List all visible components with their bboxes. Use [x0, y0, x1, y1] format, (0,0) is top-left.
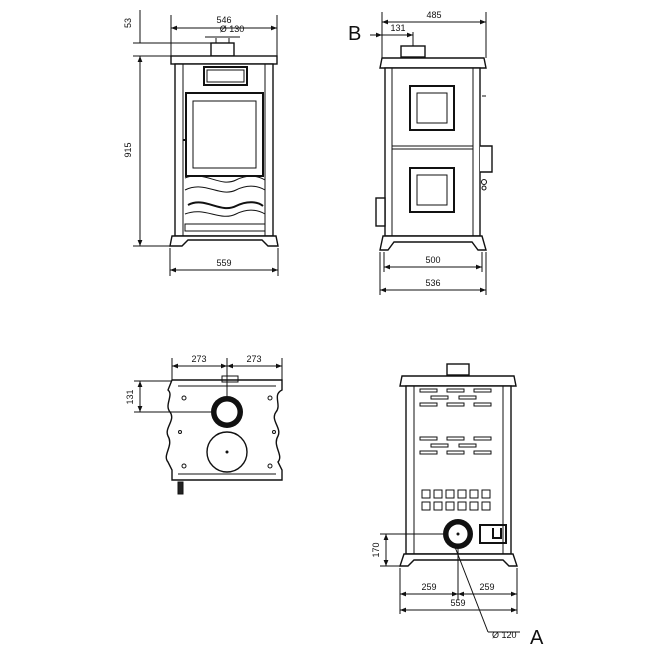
rear-view: 170 259 259 559 Ø 120 A — [371, 363, 544, 649]
front-body — [174, 63, 274, 237]
side-ash-pan — [375, 197, 386, 227]
front-flue-pipe — [210, 42, 235, 57]
side-base — [379, 235, 487, 251]
rear-half-right: 259 — [479, 582, 494, 592]
front-width-top: 546 — [216, 15, 231, 25]
side-top-plate — [379, 57, 487, 69]
side-flue-pipe — [400, 45, 426, 58]
rear-side-box — [479, 524, 507, 544]
rear-height-outlet: 170 — [371, 542, 381, 557]
front-glass-door — [185, 92, 264, 177]
side-depth-base-inner: 500 — [425, 255, 440, 265]
side-upper-tile — [409, 85, 455, 131]
front-width-base: 559 — [216, 258, 231, 268]
front-ash-door-top — [184, 175, 266, 183]
side-lower-tile — [409, 167, 455, 213]
rear-vent-slots-upper — [419, 388, 492, 407]
rear-flue-pipe — [446, 363, 470, 376]
top-half-left: 273 — [191, 354, 206, 364]
front-height-top: 53 — [123, 18, 133, 28]
top-view: 273 273 131 — [125, 354, 283, 495]
side-view-label: B — [348, 23, 361, 45]
rear-view-label: A — [530, 627, 544, 649]
front-base — [169, 235, 279, 247]
rear-half-left: 259 — [421, 582, 436, 592]
front-top-plate — [170, 55, 278, 65]
side-handle — [480, 145, 493, 173]
front-flue-diameter: Ø 130 — [220, 24, 245, 34]
rear-width: 559 — [450, 598, 465, 608]
side-depth-base: 536 — [425, 278, 440, 288]
rear-outlet-diameter: Ø 120 — [492, 630, 517, 640]
rear-top-plate — [399, 375, 517, 387]
top-offset: 131 — [125, 389, 135, 404]
top-half-right: 273 — [246, 354, 261, 364]
front-view: 546 Ø 130 53 915 559 — [123, 10, 279, 276]
side-view: B 485 131 — [348, 10, 493, 295]
top-view-foot — [177, 481, 184, 495]
top-view-holes — [178, 395, 276, 469]
front-upper-window — [203, 66, 248, 86]
front-ash-door-handle — [187, 201, 264, 209]
rear-vent-slots-middle — [419, 436, 492, 455]
front-height: 915 — [123, 142, 133, 157]
side-depth-top: 485 — [426, 10, 441, 20]
rear-air-grid — [421, 489, 491, 511]
side-offset: 131 — [390, 23, 405, 33]
